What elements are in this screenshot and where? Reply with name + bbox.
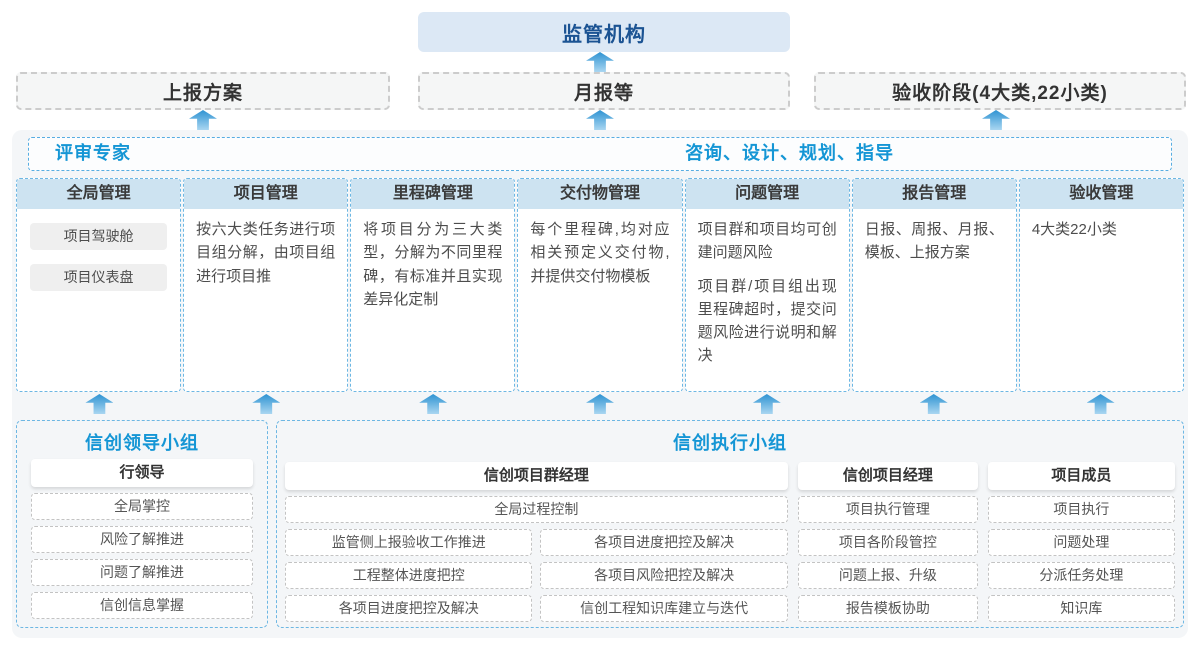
arrow-up-icon bbox=[586, 394, 614, 414]
advisory-label: 咨询、设计、规划、指导 bbox=[685, 143, 895, 163]
task-item: 工程整体进度把控 bbox=[285, 562, 533, 589]
task-item: 分派任务处理 bbox=[987, 562, 1175, 589]
column-title: 验收管理 bbox=[1019, 179, 1183, 209]
task-item: 风险了解推进 bbox=[31, 526, 253, 553]
task-item: 问题了解推进 bbox=[31, 559, 253, 586]
task-item: 信创信息掌握 bbox=[31, 592, 253, 619]
column-title: 全局管理 bbox=[17, 179, 181, 209]
column-title: 里程碑管理 bbox=[351, 179, 515, 209]
column-acceptance-mgmt: 验收管理 4大类22小类 bbox=[1018, 178, 1184, 392]
arrow-up-icon bbox=[586, 52, 614, 72]
column-title: 问题管理 bbox=[685, 179, 849, 209]
task-item: 监管侧上报验收工作推进 bbox=[285, 529, 533, 556]
role-header-bank-leaders: 行领导 bbox=[31, 459, 253, 487]
role-header-project-manager: 信创项目经理 bbox=[797, 462, 978, 490]
task-item: 项目各阶段管控 bbox=[797, 529, 978, 556]
group-to-column-arrows bbox=[16, 394, 1184, 416]
main-panel: 评审专家 咨询、设计、规划、指导 全局管理 项目驾驶舱项目仪表盘 项目管理 按六… bbox=[12, 130, 1188, 638]
task-item: 问题处理 bbox=[987, 529, 1175, 556]
output-box-report-plan: 上报方案 bbox=[16, 72, 390, 110]
column-paragraph: 项目群和项目均可创建问题风险 bbox=[697, 221, 837, 262]
project-manager-section: 信创项目经理 项目执行管理项目各阶段管控问题上报、升级报告模板协助 bbox=[797, 459, 978, 622]
task-item: 各项目风险把控及解决 bbox=[540, 562, 788, 589]
task-item: 各项目进度把控及解决 bbox=[285, 595, 533, 622]
pill-item: 项目仪表盘 bbox=[30, 264, 168, 291]
regulator-box: 监管机构 bbox=[418, 12, 790, 52]
column-paragraph: 按六大类任务进行项目组分解，由项目组进行项目推 bbox=[196, 221, 336, 285]
column-title: 交付物管理 bbox=[518, 179, 682, 209]
experts-bar: 评审专家 咨询、设计、规划、指导 bbox=[28, 137, 1172, 171]
arrow-up-icon bbox=[85, 394, 114, 414]
function-columns: 全局管理 项目驾驶舱项目仪表盘 项目管理 按六大类任务进行项目组分解，由项目组进… bbox=[16, 178, 1184, 392]
column-paragraph: 项目群/项目组出现里程碑超时，提交问题风险进行说明和解决 bbox=[697, 277, 837, 365]
task-item: 各项目进度把控及解决 bbox=[540, 529, 788, 556]
review-experts-label: 评审专家 bbox=[55, 143, 131, 163]
arrow-up-icon bbox=[189, 110, 217, 130]
column-project-mgmt: 项目管理 按六大类任务进行项目组分解，由项目组进行项目推 bbox=[183, 178, 349, 392]
project-member-section: 项目成员 项目执行问题处理分派任务处理知识库 bbox=[987, 459, 1175, 622]
column-deliverable-mgmt: 交付物管理 每个里程碑,均对应相关预定义交付物,并提供交付物模板 bbox=[517, 178, 683, 392]
task-item: 项目执行管理 bbox=[797, 496, 978, 523]
exec-group-box: 信创执行小组 信创项目群经理 全局过程控制 监管侧上报验收工作推进各项目进度把控… bbox=[276, 420, 1184, 628]
task-item: 信创工程知识库建立与迭代 bbox=[540, 595, 788, 622]
arrow-up-icon bbox=[919, 394, 948, 414]
role-header-project-member: 项目成员 bbox=[987, 462, 1175, 490]
column-paragraph: 每个里程碑,均对应相关预定义交付物,并提供交付物模板 bbox=[530, 221, 670, 285]
output-box-acceptance-stage: 验收阶段(4大类,22小类) bbox=[814, 72, 1186, 110]
task-item: 问题上报、升级 bbox=[797, 562, 978, 589]
task-item: 全局掌控 bbox=[31, 493, 253, 520]
column-issue-mgmt: 问题管理 项目群和项目均可创建问题风险项目群/项目组出现里程碑超时，提交问题风险… bbox=[684, 178, 850, 392]
arrow-up-icon bbox=[586, 110, 614, 130]
column-paragraph: 将项目分为三大类型，分解为不同里程碑，有标准并且实现差异化定制 bbox=[363, 221, 503, 308]
pill-item: 项目驾驶舱 bbox=[30, 223, 168, 250]
output-box-monthly-report: 月报等 bbox=[418, 72, 790, 110]
leader-group-title: 信创领导小组 bbox=[85, 433, 199, 453]
program-manager-section: 信创项目群经理 全局过程控制 监管侧上报验收工作推进各项目进度把控及解决工程整体… bbox=[285, 459, 788, 622]
arrow-up-icon bbox=[419, 394, 448, 414]
column-title: 项目管理 bbox=[184, 179, 348, 209]
task-item: 项目执行 bbox=[987, 496, 1175, 523]
column-paragraph: 4大类22小类 bbox=[1031, 221, 1117, 238]
arrow-up-icon bbox=[1086, 394, 1115, 414]
column-report-mgmt: 报告管理 日报、周报、月报、模板、上报方案 bbox=[851, 178, 1017, 392]
task-item: 全局过程控制 bbox=[285, 496, 788, 523]
column-title: 报告管理 bbox=[852, 179, 1016, 209]
arrow-up-icon bbox=[752, 394, 781, 414]
column-global-mgmt: 全局管理 项目驾驶舱项目仪表盘 bbox=[16, 178, 182, 392]
arrow-up-icon bbox=[982, 110, 1010, 130]
column-milestone-mgmt: 里程碑管理 将项目分为三大类型，分解为不同里程碑，有标准并且实现差异化定制 bbox=[350, 178, 516, 392]
leader-group-box: 信创领导小组 行领导 全局掌控风险了解推进问题了解推进信创信息掌握 bbox=[16, 420, 268, 628]
arrow-up-icon bbox=[252, 394, 281, 414]
exec-group-title: 信创执行小组 bbox=[673, 433, 787, 453]
column-paragraph: 日报、周报、月报、模板、上报方案 bbox=[864, 221, 1004, 262]
task-item: 知识库 bbox=[987, 595, 1175, 622]
role-header-program-manager: 信创项目群经理 bbox=[285, 462, 788, 490]
task-item: 报告模板协助 bbox=[797, 595, 978, 622]
